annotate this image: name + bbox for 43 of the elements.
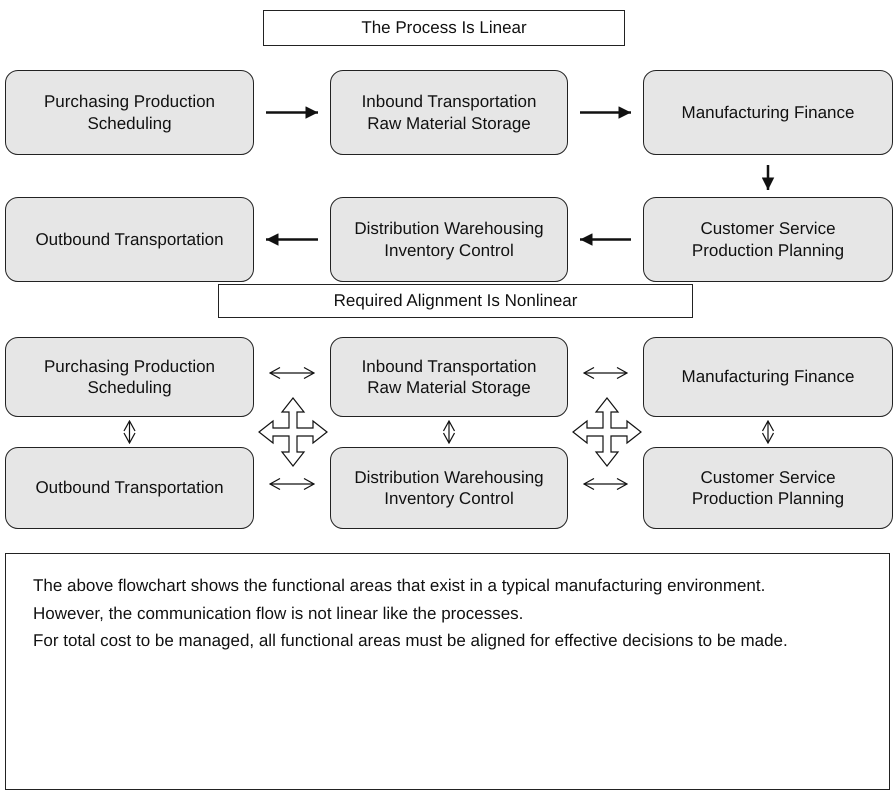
note-text: For total cost to be managed, all functional areas must be aligned for effective decisions to be made. [33, 630, 788, 652]
process-box [643, 337, 893, 417]
box-label: Customer Service Production Planning [690, 218, 846, 261]
process-box [643, 70, 893, 155]
arrow [269, 366, 315, 380]
box-label: Manufacturing Finance [682, 102, 854, 124]
process-box [643, 197, 893, 282]
arrow [266, 233, 318, 246]
box-label: Purchasing Production Scheduling [42, 356, 216, 398]
note-box [5, 553, 890, 790]
process-box [5, 337, 254, 417]
arrow [762, 420, 774, 444]
box-label: The Process Is Linear [361, 17, 527, 39]
box-label: Distribution Warehousing Inventory Control [353, 466, 545, 510]
box-label: Distribution Warehousing Inventory Control [353, 218, 545, 261]
title-box [263, 10, 625, 46]
box-label: Customer Service Production Planning [690, 466, 846, 510]
arrow [583, 478, 628, 490]
box-label: Outbound Transportation [35, 477, 224, 499]
box-label: Inbound Transportation Raw Material Storage [360, 91, 538, 134]
process-box [643, 447, 893, 529]
process-box [330, 197, 568, 282]
note-text: The above flowchart shows the functional areas that exist in a typical manufacturing environment. However, the communication flow is not linear like the processes. [33, 575, 766, 625]
title-box [218, 284, 693, 318]
arrow [580, 233, 631, 246]
box-label: Inbound Transportation Raw Material Storage [360, 356, 538, 398]
arrow [266, 106, 318, 119]
box-label: Required Alignment Is Nonlinear [334, 290, 578, 312]
arrow [442, 420, 456, 444]
process-box [5, 197, 254, 282]
process-box [5, 70, 254, 155]
box-label: Manufacturing Finance [682, 366, 854, 388]
arrow [123, 420, 136, 444]
arrow [269, 478, 315, 490]
arrow [762, 165, 774, 190]
process-box [330, 70, 568, 155]
process-box [5, 447, 254, 529]
arrow [580, 106, 631, 119]
box-label: Outbound Transportation [35, 228, 224, 250]
box-label: Purchasing Production Scheduling [42, 91, 216, 134]
arrow [583, 366, 628, 380]
process-box [330, 447, 568, 529]
process-box [330, 337, 568, 417]
